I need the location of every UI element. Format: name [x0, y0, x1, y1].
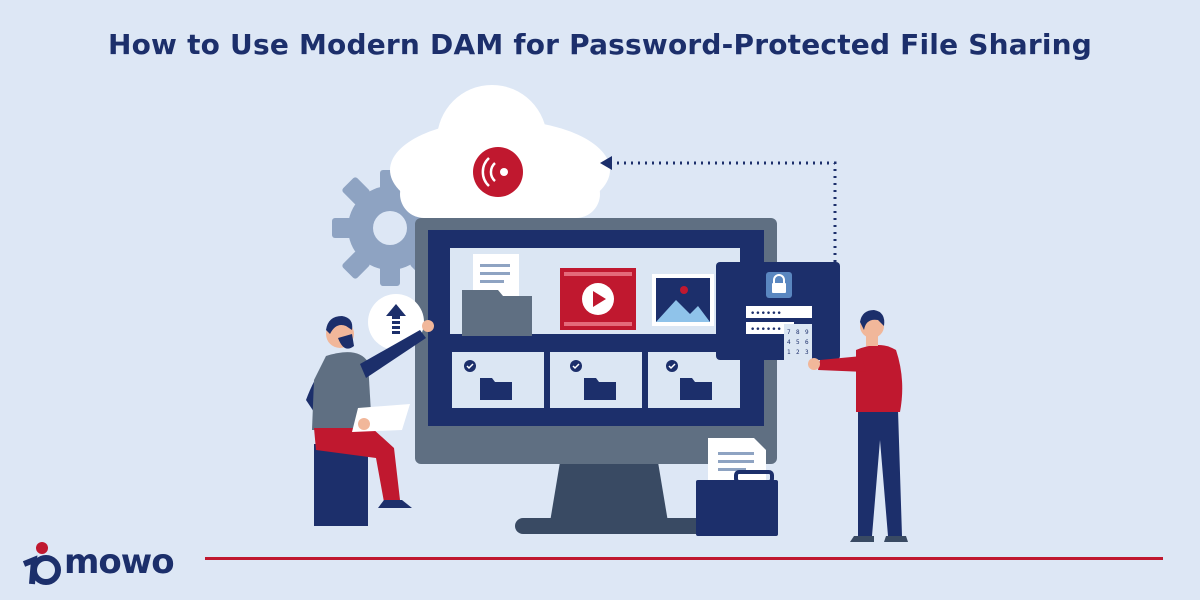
briefcase-icon: [696, 470, 778, 536]
logo-icon: [22, 542, 61, 585]
key: 8: [796, 329, 800, 336]
key: 2: [796, 349, 800, 356]
key: 4: [787, 339, 791, 346]
key: 1: [787, 349, 791, 356]
key: 6: [805, 339, 809, 346]
lock-icon: [772, 274, 786, 293]
check-folder-3: [666, 360, 712, 400]
page-title: How to Use Modern DAM for Password-Prote…: [107, 28, 1093, 61]
password-field-2: ••••••: [750, 325, 782, 335]
footer-rule: [205, 557, 1163, 560]
check-folder-2: [570, 360, 616, 400]
brand-logo-text: mowo: [64, 542, 175, 582]
video-play-icon: [560, 268, 636, 330]
key: 3: [805, 349, 809, 356]
key: 9: [805, 329, 809, 336]
broadcast-icon: [473, 147, 523, 197]
password-field-1: ••••••: [750, 309, 782, 319]
login-panel: [716, 262, 840, 360]
monitor-stand: [515, 462, 705, 534]
image-icon: [652, 274, 714, 326]
key: 7: [787, 329, 791, 336]
person-right: [808, 310, 908, 542]
check-folder-1: [464, 360, 512, 400]
connector-arrow: [612, 161, 837, 262]
person-left: [306, 316, 434, 526]
key: 5: [796, 339, 800, 346]
arrow-head: [600, 156, 612, 170]
pin-keypad: 7 8 9 4 5 6 1 2 3: [787, 329, 809, 356]
folder-icon: [462, 254, 532, 336]
